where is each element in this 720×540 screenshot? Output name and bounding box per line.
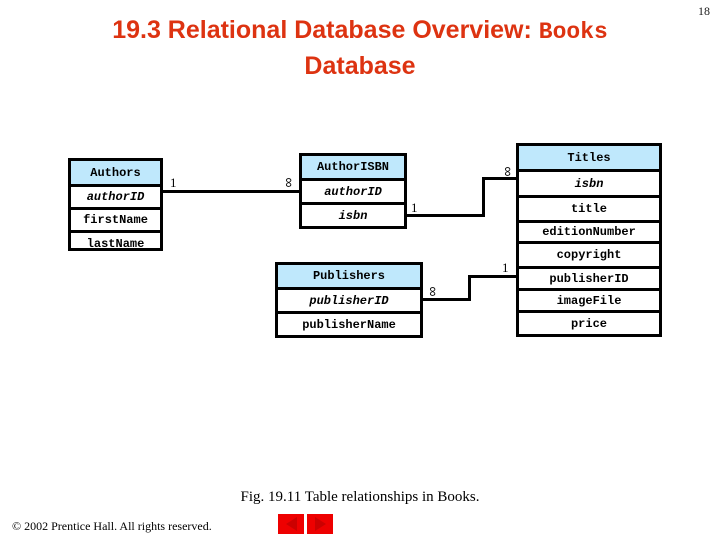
cardinality-titles-one: 1	[502, 260, 509, 275]
table-authorisbn-field-isbn: isbn	[302, 202, 404, 226]
next-slide-button[interactable]	[307, 514, 333, 534]
table-publishers-header: Publishers	[278, 265, 420, 287]
table-titles-field-copyright: copyright	[519, 241, 659, 266]
connector-publishers-titles-upper	[468, 275, 518, 278]
table-titles-field-imagefile: imageFile	[519, 288, 659, 310]
table-authors-field-authorid: authorID	[71, 184, 160, 207]
table-titles-header: Titles	[519, 146, 659, 169]
table-publishers: Publishers publisherID publisherName	[275, 262, 423, 338]
page-title-mono: Books	[538, 19, 608, 45]
cardinality-authorisbn-one: 1	[411, 200, 418, 215]
cardinality-publishers-many: ∞	[425, 286, 442, 297]
page-title-part2: Database	[304, 52, 416, 80]
table-authors-header: Authors	[71, 161, 160, 184]
cardinality-authorisbn-many: ∞	[281, 177, 298, 188]
table-publishers-field-publishername: publisherName	[278, 311, 420, 335]
triangle-left-icon	[285, 517, 297, 531]
previous-slide-button[interactable]	[278, 514, 304, 534]
table-titles: Titles isbn title editionNumber copyrigh…	[516, 143, 662, 337]
copyright-notice: © 2002 Prentice Hall. All rights reserve…	[12, 519, 212, 533]
figure-caption: Fig. 19.11 Table relationships in Books.	[240, 489, 480, 505]
table-publishers-field-publisherid: publisherID	[278, 287, 420, 311]
table-titles-field-publisherid: publisherID	[519, 266, 659, 288]
cardinality-titles-many: ∞	[500, 166, 517, 177]
cardinality-authors-one: 1	[170, 175, 177, 190]
connector-publishers-titles-lower	[421, 298, 471, 301]
table-titles-field-title: title	[519, 195, 659, 220]
table-titles-field-isbn: isbn	[519, 169, 659, 195]
table-authorisbn: AuthorISBN authorID isbn	[299, 153, 407, 229]
triangle-right-icon	[314, 517, 326, 531]
connector-authors-authorisbn	[163, 190, 301, 193]
connector-authorisbn-titles-lower	[405, 214, 485, 217]
table-authors-field-lastname: lastName	[71, 230, 160, 254]
page-title: 19.3 Relational Database Overview: Books…	[40, 14, 680, 86]
table-authors: Authors authorID firstName lastName	[68, 158, 163, 251]
connector-authorisbn-titles-riser	[482, 177, 485, 217]
table-titles-field-price: price	[519, 310, 659, 335]
page-title-part1: 19.3 Relational Database Overview:	[112, 16, 539, 44]
connector-publishers-titles-riser	[468, 275, 471, 301]
table-titles-field-editionnumber: editionNumber	[519, 220, 659, 241]
connector-authorisbn-titles-upper	[482, 177, 518, 180]
table-authorisbn-field-authorid: authorID	[302, 178, 404, 202]
table-authorisbn-header: AuthorISBN	[302, 156, 404, 178]
table-authors-field-firstname: firstName	[71, 207, 160, 230]
page-number: 18	[698, 4, 710, 18]
